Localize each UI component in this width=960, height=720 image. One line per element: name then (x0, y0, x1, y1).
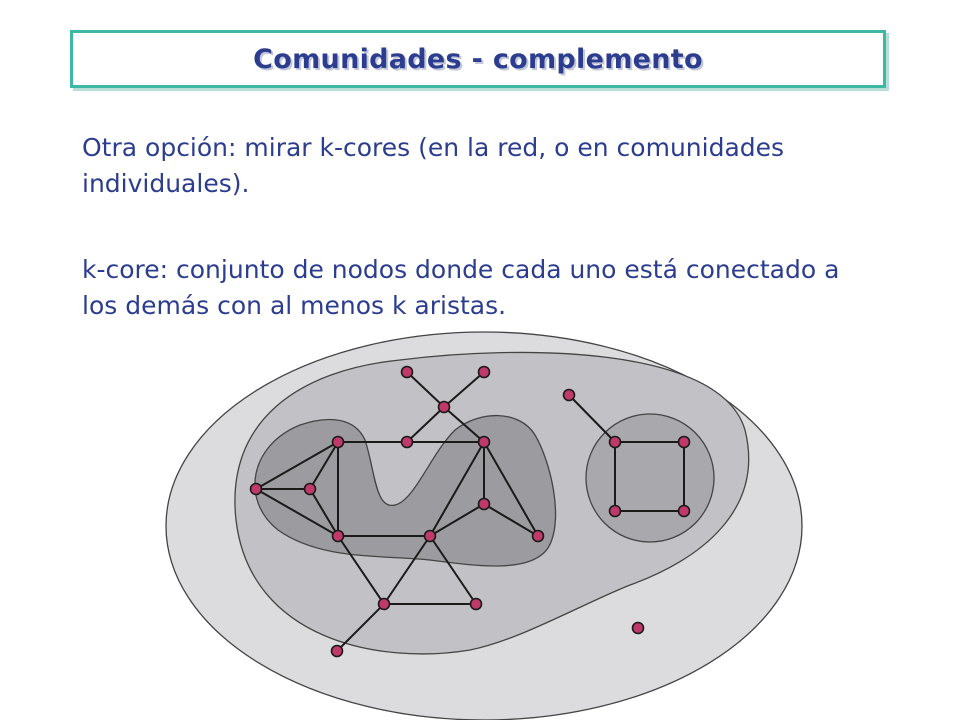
edge (429, 441, 485, 537)
graph-node (477, 435, 491, 449)
edge (443, 371, 485, 408)
graph-node (562, 388, 576, 402)
edge (309, 488, 339, 537)
edge (443, 406, 485, 443)
edge (406, 371, 445, 408)
graph-node (608, 504, 622, 518)
graph-node (677, 435, 691, 449)
edge (568, 394, 616, 443)
edge (483, 441, 539, 537)
graph-node (400, 435, 414, 449)
edge (383, 535, 431, 605)
graph-node (477, 497, 491, 511)
graph-node (331, 529, 345, 543)
graph-node (330, 644, 344, 658)
edge (429, 535, 477, 605)
graph-node (608, 435, 622, 449)
paragraph-otra-opcion: Otra opción: mirar k-cores (en la red, o… (82, 133, 785, 198)
graph-node (400, 365, 414, 379)
edge (337, 535, 385, 605)
edge (429, 503, 485, 537)
edge (255, 488, 339, 537)
graph-node (437, 400, 451, 414)
edge (483, 503, 539, 537)
graph-node (303, 482, 317, 496)
paragraph-k-core-definition: k-core: conjunto de nodos donde cada uno… (82, 255, 840, 320)
edge (309, 441, 339, 490)
region-inner-core (254, 414, 557, 567)
graph-node (677, 504, 691, 518)
title-box: Comunidades - complemento (70, 30, 886, 88)
graph-node (249, 482, 263, 496)
graph-node (377, 597, 391, 611)
edge (255, 441, 339, 490)
graph-node (631, 621, 645, 635)
graph-node (477, 365, 491, 379)
edge (406, 406, 445, 443)
graph-node (331, 435, 345, 449)
nodes (249, 365, 691, 658)
graph-node (531, 529, 545, 543)
edge (336, 603, 385, 652)
graph-node (469, 597, 483, 611)
slide-title: Comunidades - complemento (253, 43, 703, 75)
edges (255, 371, 685, 652)
graph-node (423, 529, 437, 543)
